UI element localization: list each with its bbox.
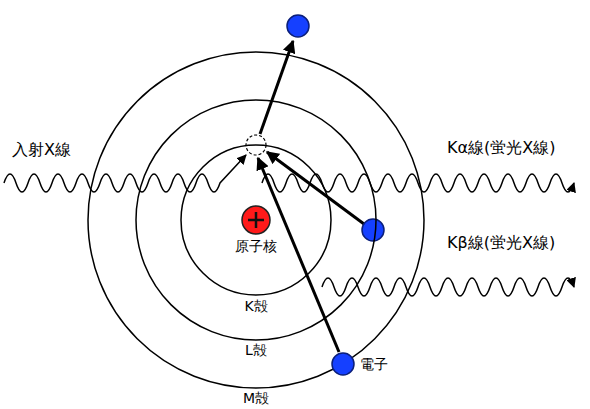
k-alpha-label: Kα線(蛍光X線) <box>447 139 555 157</box>
l-electron <box>362 219 384 241</box>
nucleus-label: 原子核 <box>235 238 277 254</box>
ejected-electron <box>287 15 309 37</box>
nucleus: 原子核 <box>242 206 270 234</box>
electron-outline <box>332 353 354 375</box>
nucleus-circle <box>242 206 270 234</box>
k-beta-label: Kβ線(蛍光X線) <box>447 234 555 252</box>
m-shell: M殻L殻K殻原子核 <box>88 52 424 388</box>
m-shell-circle <box>88 52 424 388</box>
l-shell-label: L殻 <box>245 342 267 358</box>
electron-circle <box>332 353 354 375</box>
plus-sign <box>255 212 258 228</box>
incident-xray-label: 入射X線 <box>12 141 71 159</box>
electron-label: 電子 <box>360 356 388 372</box>
m-shell-label: M殻 <box>243 390 269 406</box>
k-shell-circle <box>181 145 331 295</box>
m-transition-arrow <box>258 158 339 352</box>
nucleus-outline <box>242 206 270 234</box>
k-shell: K殻原子核 <box>181 145 331 295</box>
k-shell-label: K殻 <box>244 298 267 314</box>
electron: 電子 <box>332 353 354 375</box>
l-shell: L殻K殻原子核 <box>136 100 376 340</box>
l-shell-circle <box>136 100 376 340</box>
